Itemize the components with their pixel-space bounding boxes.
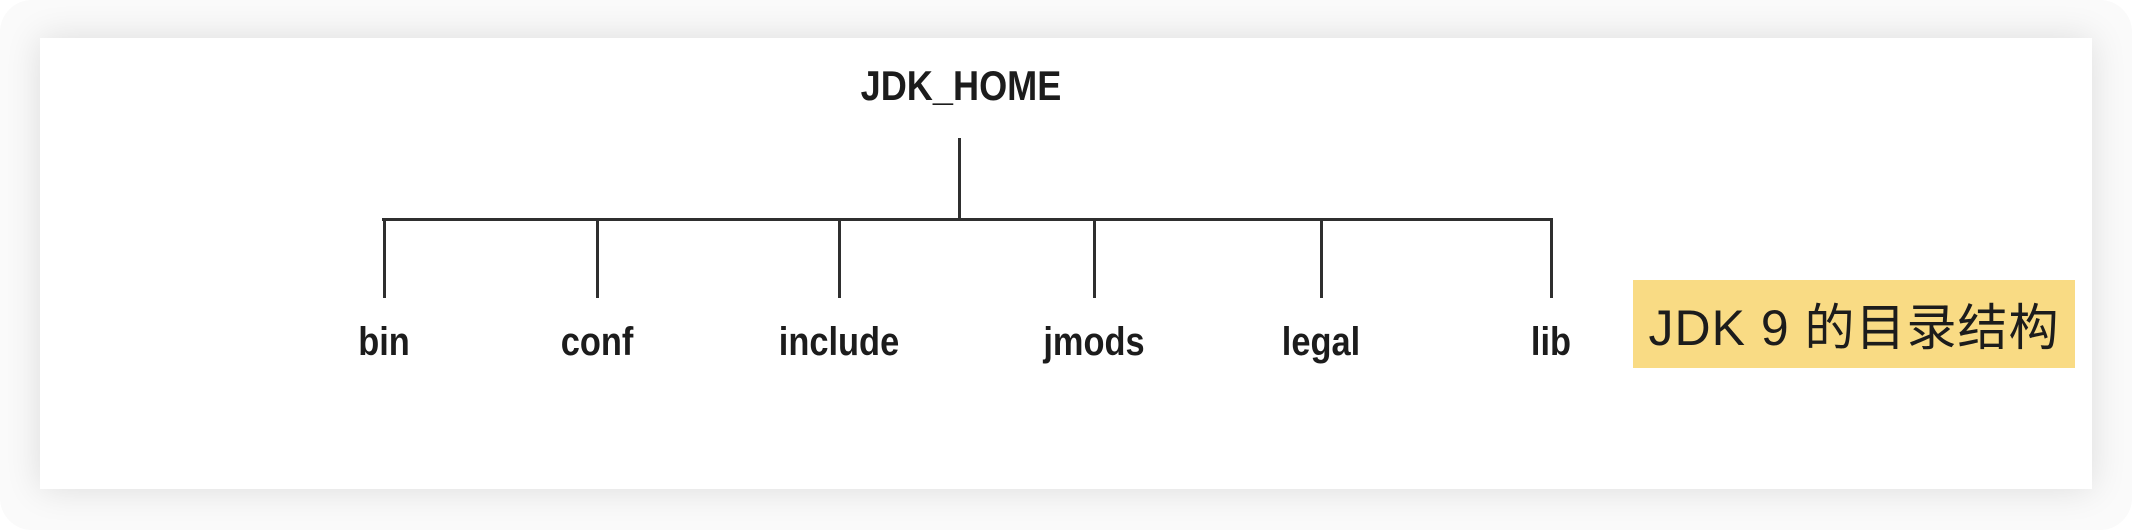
tree-child-label-include: include bbox=[778, 320, 900, 364]
tree-child-label-conf: conf bbox=[560, 320, 634, 364]
tree-child-label-legal: legal bbox=[1281, 320, 1361, 364]
tree-child-label-lib: lib bbox=[1530, 320, 1572, 364]
tree-child-connector-legal bbox=[1320, 218, 1323, 298]
tree-root-connector bbox=[958, 138, 961, 218]
directory-tree: JDK_HOME bin conf include jmods legal lib bbox=[40, 38, 2092, 489]
tree-child-label-jmods: jmods bbox=[1043, 320, 1145, 364]
tree-child-connector-bin bbox=[383, 218, 386, 298]
annotation-text: JDK 9 的目录结构 bbox=[1648, 300, 2060, 356]
annotation-highlight: JDK 9 的目录结构 bbox=[1633, 280, 2075, 368]
diagram-card: JDK_HOME bin conf include jmods legal lib JDK… bbox=[40, 38, 2092, 489]
tree-child-connector-conf bbox=[596, 218, 599, 298]
tree-child-connector-jmods bbox=[1093, 218, 1096, 298]
tree-child-connector-include bbox=[838, 218, 841, 298]
tree-child-label-bin: bin bbox=[358, 320, 410, 364]
tree-root-label: JDK_HOME bbox=[860, 62, 1062, 109]
tree-child-connector-lib bbox=[1550, 218, 1553, 298]
tree-branch-line bbox=[382, 218, 1553, 221]
